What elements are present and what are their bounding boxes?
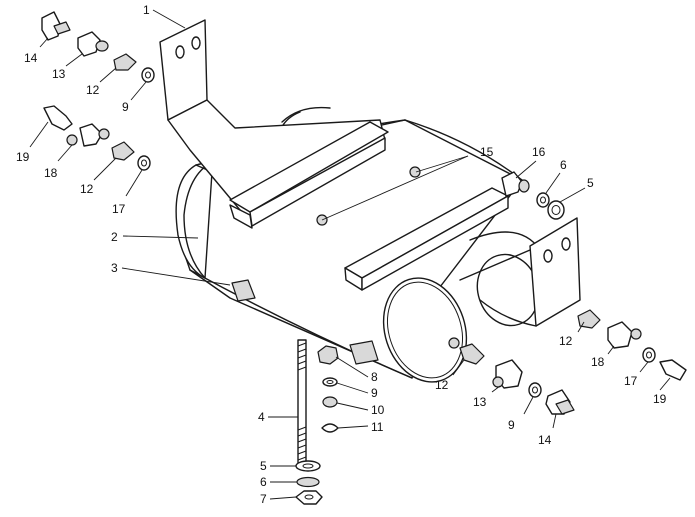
mounting-bracket (159, 19, 581, 327)
left-middle-fittings (43, 105, 151, 171)
lower-fittings (459, 343, 575, 415)
callout-labels: 1 2 3 4 5 6 7 8 9 10 11 14 13 12 9 19 18… (16, 3, 667, 506)
callout-18-left: 18 (44, 166, 58, 180)
callout-5-top: 5 (587, 176, 594, 190)
leader-lines (29, 9, 671, 500)
right-fittings (577, 309, 687, 381)
callout-19-right: 19 (653, 392, 667, 406)
callout-12-top: 12 (86, 83, 100, 97)
callout-17-left: 17 (112, 202, 126, 216)
callout-4: 4 (258, 410, 265, 424)
callout-15: 15 (480, 145, 494, 159)
callout-17-right: 17 (624, 374, 638, 388)
upper-right-fittings (501, 171, 565, 220)
upper-left-fittings (41, 11, 155, 83)
callout-19-left: 19 (16, 150, 30, 164)
callout-9-stud: 9 (371, 386, 378, 400)
callout-3: 3 (111, 261, 118, 275)
callout-12-bottom: 12 (435, 378, 449, 392)
callout-6-top: 6 (560, 158, 567, 172)
callout-16: 16 (532, 145, 546, 159)
callout-18-right: 18 (591, 355, 605, 369)
callout-14-top: 14 (24, 51, 38, 65)
callout-6-bottom: 6 (260, 475, 267, 489)
callout-8: 8 (371, 370, 378, 384)
callout-14-bottom: 14 (538, 433, 552, 447)
callout-7: 7 (260, 492, 267, 506)
callout-9-top: 9 (122, 100, 129, 114)
stud-assembly (295, 339, 339, 505)
callout-11: 11 (371, 420, 384, 434)
callout-10: 10 (371, 403, 385, 417)
callout-13-bottom: 13 (473, 395, 487, 409)
callout-5-bottom: 5 (260, 459, 267, 473)
callout-1: 1 (143, 3, 150, 17)
callout-12-right: 12 (559, 334, 573, 348)
callout-2: 2 (111, 230, 118, 244)
callout-13-top: 13 (52, 67, 66, 81)
callout-12-left: 12 (80, 182, 94, 196)
callout-9-bottom: 9 (508, 418, 515, 432)
